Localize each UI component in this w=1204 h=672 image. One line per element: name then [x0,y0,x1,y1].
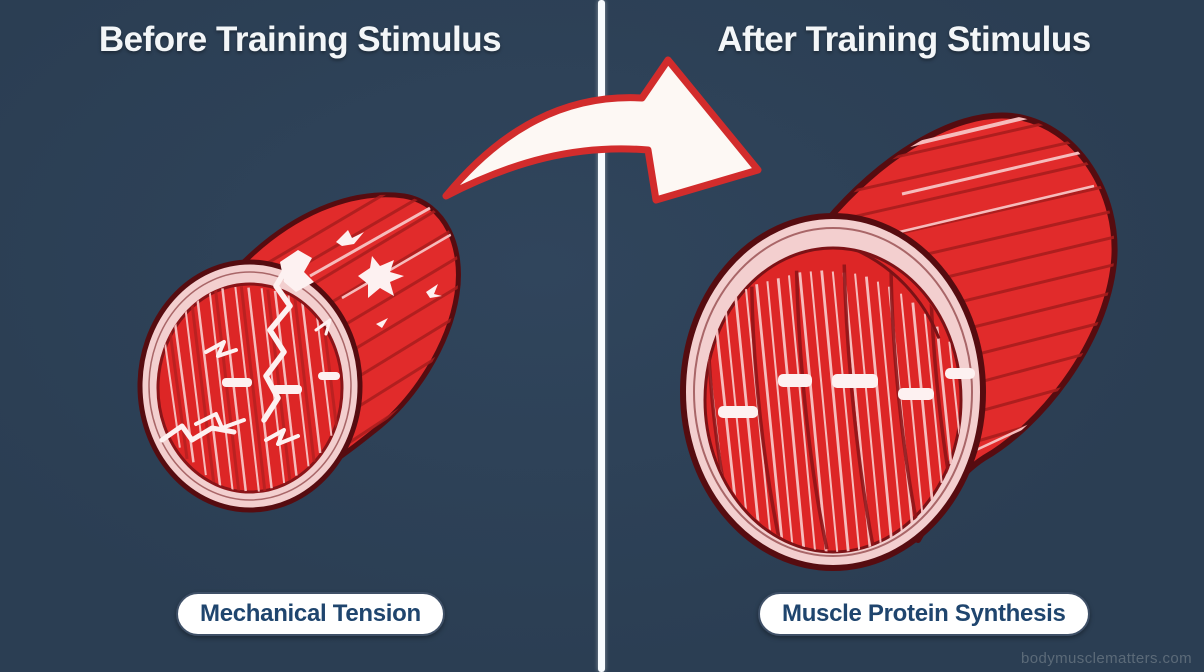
rim-break-tear [280,250,314,292]
right-panel-title: After Training Stimulus [717,20,1091,59]
left-panel-title: Before Training Stimulus [98,20,502,59]
damaged-muscle-fiber-illustration [137,192,461,513]
face-z-bands [222,372,340,394]
muscle-cross-section-face [156,282,344,494]
face-z-bands [718,368,975,418]
face-cracks [159,259,332,446]
muscle-protein-synthesis-badge: Muscle Protein Synthesis [758,592,1090,636]
micro-tear-spots [336,230,442,328]
rim-hairline [148,271,352,501]
panel-divider [598,0,605,672]
rim-hairline [693,227,973,557]
curved-arrow-icon [442,56,762,204]
face-striations [163,286,339,492]
mechanical-tension-badge: Mechanical Tension [176,592,445,636]
watermark: bodymusclematters.com [1021,650,1192,667]
